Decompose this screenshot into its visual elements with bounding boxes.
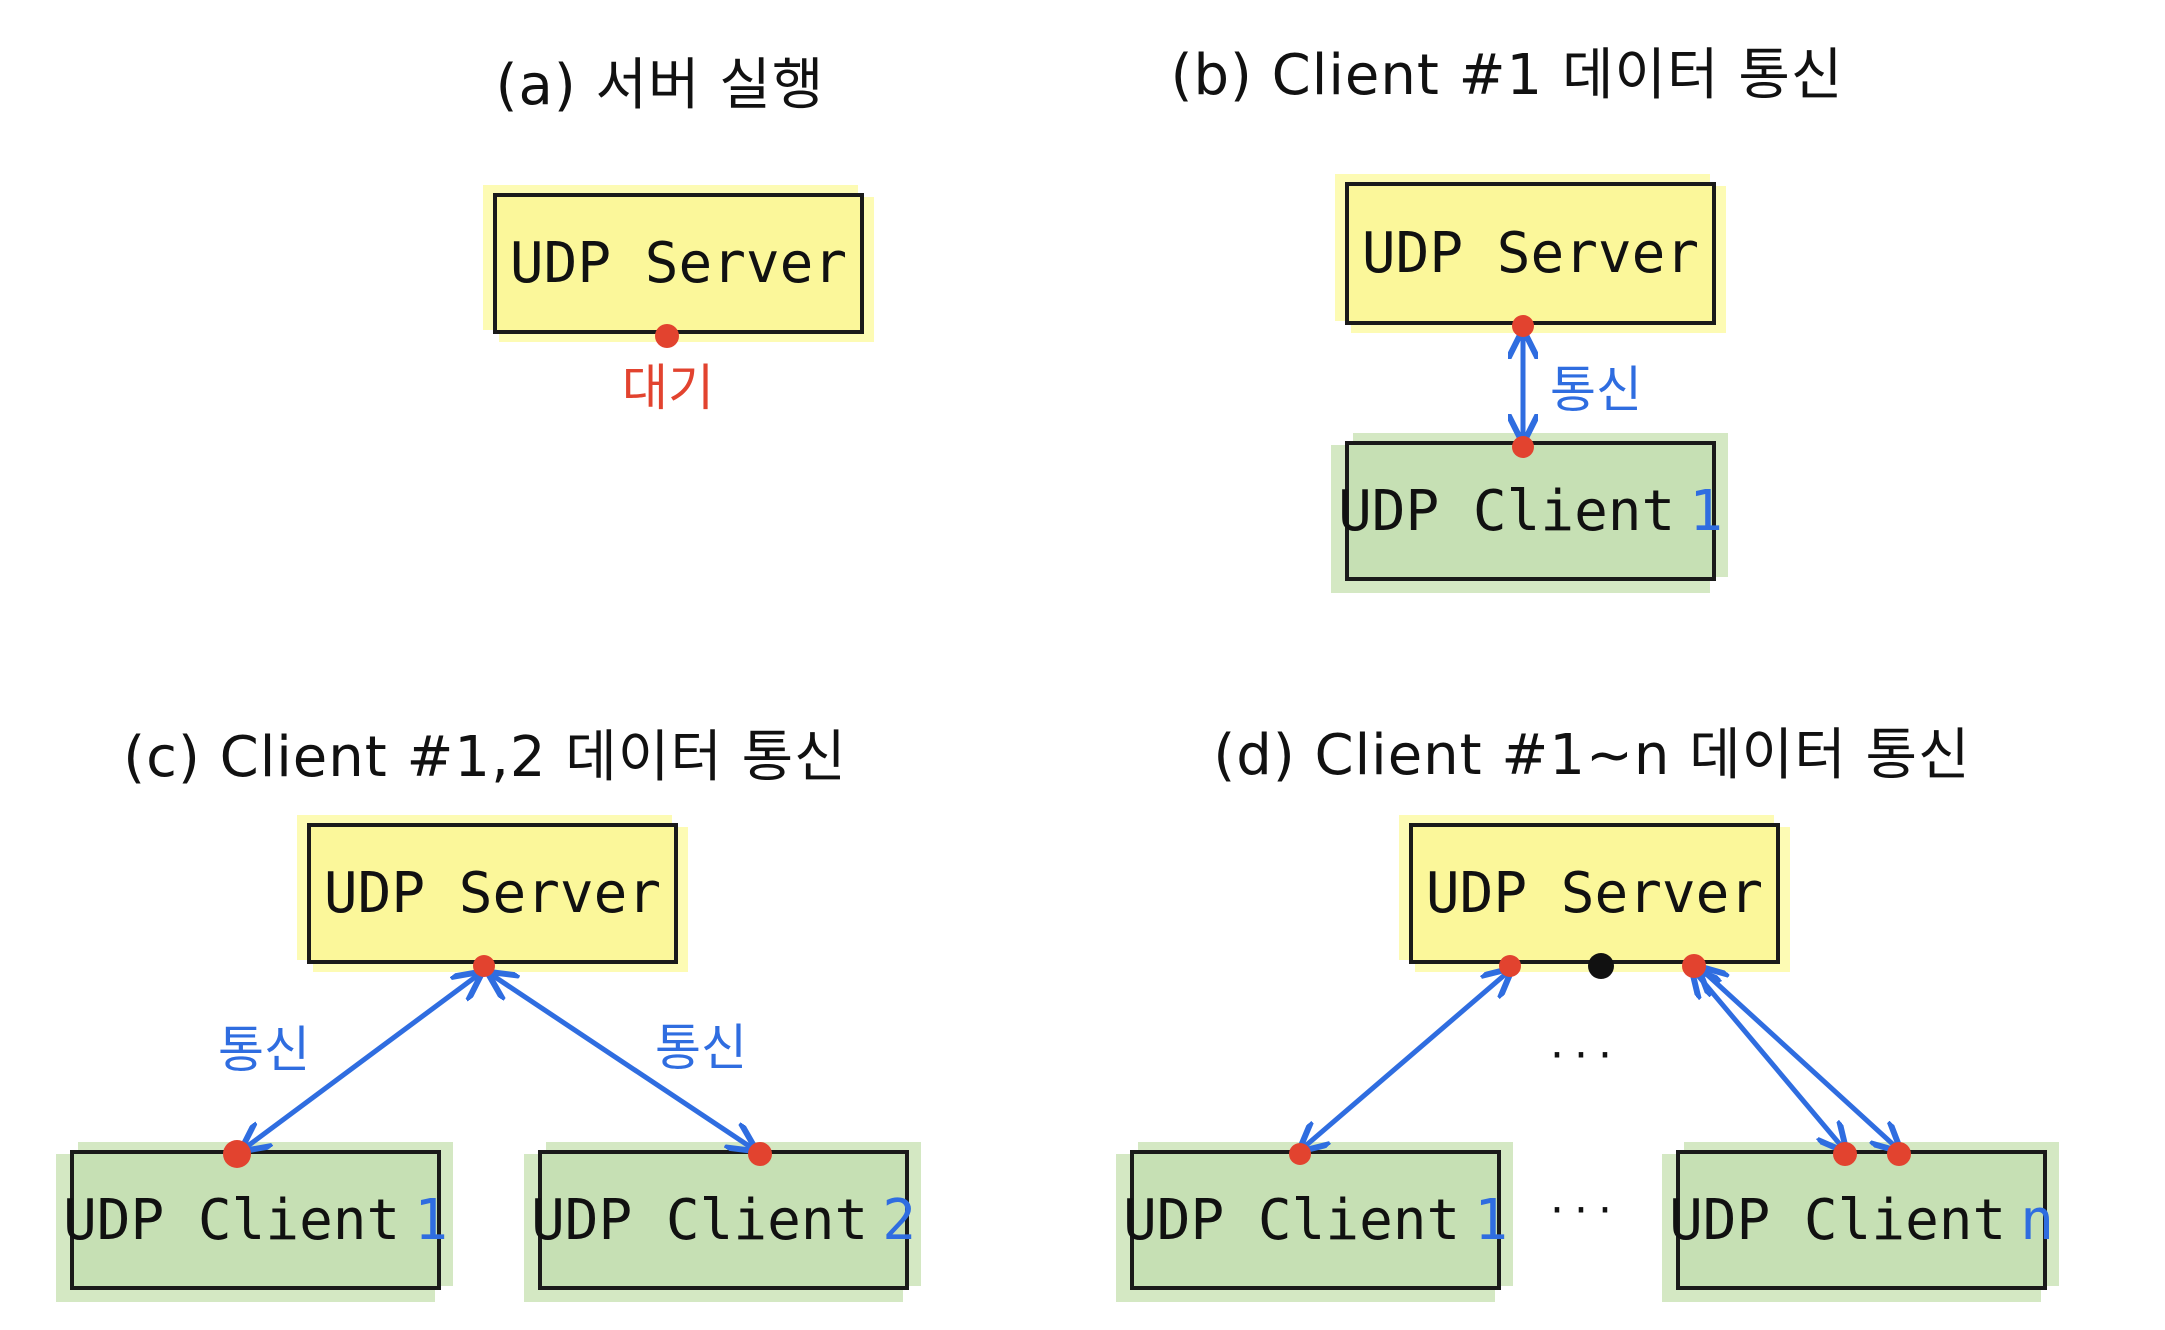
- panel-b-client-label: UDP Client: [1338, 478, 1676, 544]
- panel-d-ellipsis-mid: ···: [1550, 1030, 1622, 1081]
- panel-d-server-label: UDP Server: [1425, 861, 1764, 926]
- panel-d-ellipsis-bottom: ···: [1550, 1185, 1622, 1236]
- panel-c-client1-label: UDP Client: [63, 1187, 401, 1253]
- panel-c-client2-port-dot: [748, 1142, 772, 1166]
- panel-d-clientn-port-dot-a: [1833, 1142, 1857, 1166]
- panel-d-clientn-number: n: [2020, 1187, 2054, 1253]
- panel-d-server-port-dot-left: [1499, 955, 1521, 977]
- panel-c-server-port-dot: [473, 955, 495, 977]
- panel-c-client1-number: 1: [414, 1187, 448, 1253]
- panel-b-client-number: 1: [1689, 478, 1723, 544]
- panel-a-wait-label: 대기: [622, 359, 714, 417]
- panel-a-title: (a) 서버 실행: [495, 53, 825, 118]
- panel-a-server-label: UDP Server: [509, 231, 848, 296]
- panel-c-comm-arrow-left: [245, 975, 478, 1148]
- panel-d-comm-arrow-clientn-b: [1702, 970, 1897, 1148]
- panel-b-comm-label: 통신: [1550, 361, 1642, 419]
- panel-c-title: (c) Client #1,2 데이터 통신: [123, 725, 847, 790]
- panel-d-client1-label: UDP Client: [1123, 1187, 1461, 1253]
- panel-d-title: (d) Client #1~n 데이터 통신: [1213, 723, 1971, 788]
- panel-c-client1-port-dot: [223, 1140, 251, 1168]
- panel-d-server-box: UDP Server: [1409, 823, 1780, 964]
- panel-d-server-port-dot-right: [1682, 954, 1706, 978]
- panel-b-server-port-dot: [1512, 315, 1534, 337]
- panel-d-clientn-label: UDP Client: [1669, 1187, 2007, 1253]
- panel-d-server-port-dot-middle: [1588, 953, 1614, 979]
- panel-a-wait-port-dot: [655, 324, 679, 348]
- panel-d-comm-arrow-client1: [1303, 972, 1508, 1148]
- panel-c-client2-label: UDP Client: [531, 1187, 869, 1253]
- panel-b-client-port-dot: [1512, 436, 1534, 458]
- panel-c-comm-arrow-right: [492, 975, 752, 1148]
- panel-b-title: (b) Client #1 데이터 통신: [1170, 43, 1844, 108]
- panel-d-clientn-port-dot-b: [1887, 1142, 1911, 1166]
- panel-b-server-label: UDP Server: [1361, 221, 1700, 286]
- panel-d-client1-port-dot: [1289, 1143, 1311, 1165]
- panel-c-server-box: UDP Server: [307, 823, 678, 964]
- panel-c-client2-number: 2: [882, 1187, 916, 1253]
- panel-d-client1-number: 1: [1474, 1187, 1508, 1253]
- panel-c-server-label: UDP Server: [323, 861, 662, 926]
- panel-d-comm-arrow-clientn-a: [1695, 972, 1843, 1148]
- panel-a-server-box: UDP Server: [493, 193, 864, 334]
